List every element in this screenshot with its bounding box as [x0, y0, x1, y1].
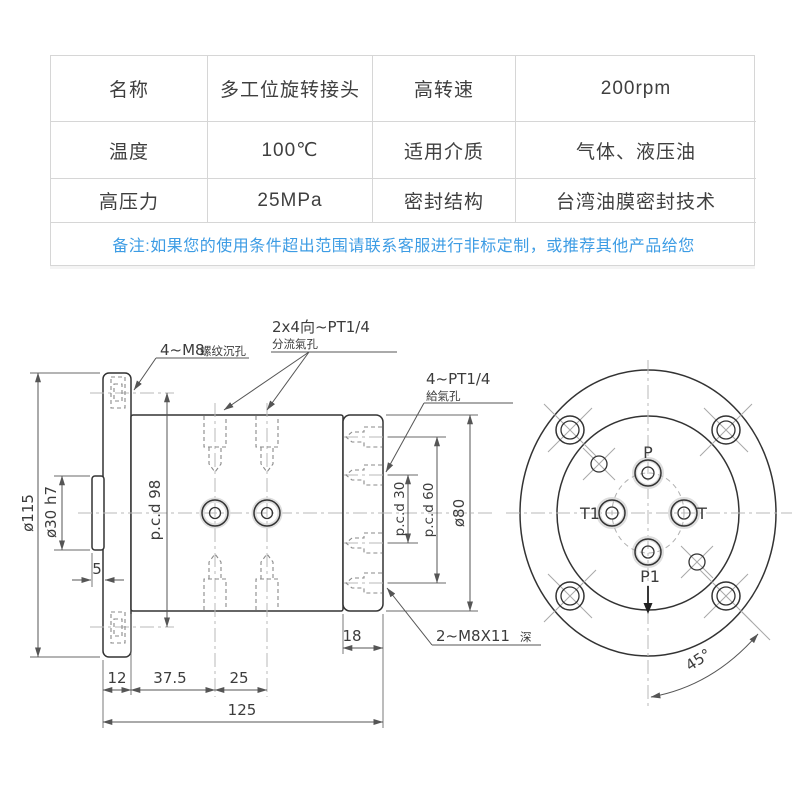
dim-37-5: 37.5: [153, 669, 186, 687]
leader-lines: [133, 351, 541, 646]
engineering-drawing: 4~M8 螺纹沉孔 2x4向~PT1/4 分流氣孔 4~PT1/4 給氣孔 2~…: [0, 300, 800, 780]
hidden-hole-profiles: [110, 376, 382, 644]
spec-label-medium: 适用介质: [373, 122, 516, 179]
rotation-direction-arrow: [643, 586, 653, 614]
port-label-p: P: [643, 443, 653, 462]
front-view-holes: [555, 415, 741, 611]
port-label-p1: P1: [640, 567, 660, 586]
spec-value-temp: 100℃: [208, 122, 373, 179]
side-view: [91, 372, 384, 658]
counterbore-label: 4~M8: [160, 341, 205, 359]
port-label-t1: T1: [579, 504, 600, 523]
dim-18: 18: [342, 627, 361, 645]
dim-12: 12: [107, 669, 126, 687]
spec-value-name: 多工位旋转接头: [208, 56, 373, 122]
supply-port-label: 4~PT1/4: [426, 370, 490, 388]
drawing-svg: 4~M8 螺纹沉孔 2x4向~PT1/4 分流氣孔 4~PT1/4 給氣孔 2~…: [19, 318, 792, 728]
extension-lines: [30, 372, 771, 728]
dim-pcd-60: p.c.d 60: [421, 483, 437, 538]
radial-tick-marks: [543, 403, 753, 623]
spec-label-seal: 密封结构: [373, 179, 516, 223]
spec-value-seal: 台湾油膜密封技术: [516, 179, 756, 223]
supply-port-note: 給氣孔: [426, 389, 461, 403]
depth-note-suffix: 深: [520, 630, 532, 644]
dim-25: 25: [229, 669, 248, 687]
dim-flange-diameter: ø115: [19, 494, 37, 532]
spec-value-speed: 200rpm: [516, 56, 756, 122]
dim-pcd-30: p.c.d 30: [392, 482, 408, 537]
spec-label-speed: 高转速: [373, 56, 516, 122]
spec-label-pressure: 高压力: [51, 179, 208, 223]
spec-value-pressure: 25MPa: [208, 179, 373, 223]
distribution-port-note: 分流氣孔: [272, 337, 318, 351]
flange-outline: [102, 372, 132, 658]
port-pitch-circle: [611, 472, 685, 554]
spec-label-name: 名称: [51, 56, 208, 122]
spec-table: 名称 多工位旋转接头 高转速 200rpm 温度 100℃ 适用介质 气体、液压…: [50, 55, 756, 266]
dim-cap-diameter: ø80: [450, 499, 468, 527]
counterbore-note-label: 螺纹沉孔: [200, 344, 246, 358]
depth-note-label: 2~M8X11: [436, 627, 510, 645]
dim-boss-length: 5: [92, 560, 102, 578]
dim-125: 125: [228, 701, 257, 719]
spec-label-temp: 温度: [51, 122, 208, 179]
center-lines: [78, 360, 792, 706]
spec-value-medium: 气体、液压油: [516, 122, 756, 179]
port-label-t: T: [696, 504, 707, 523]
dimension-lines: [35, 372, 759, 725]
dim-pcd-98: p.c.d 98: [146, 480, 164, 541]
distribution-port-label: 2x4向~PT1/4: [272, 318, 370, 336]
dim-shaft-fit: ø30 h7: [42, 486, 60, 538]
spec-remark: 备注:如果您的使用条件超出范围请联系客服进行非标定制，或推荐其他产品给您: [112, 238, 695, 255]
drawing-labels: 4~M8 螺纹沉孔 2x4向~PT1/4 分流氣孔 4~PT1/4 給氣孔 2~…: [19, 318, 714, 719]
body-hole-circles: [201, 499, 281, 527]
